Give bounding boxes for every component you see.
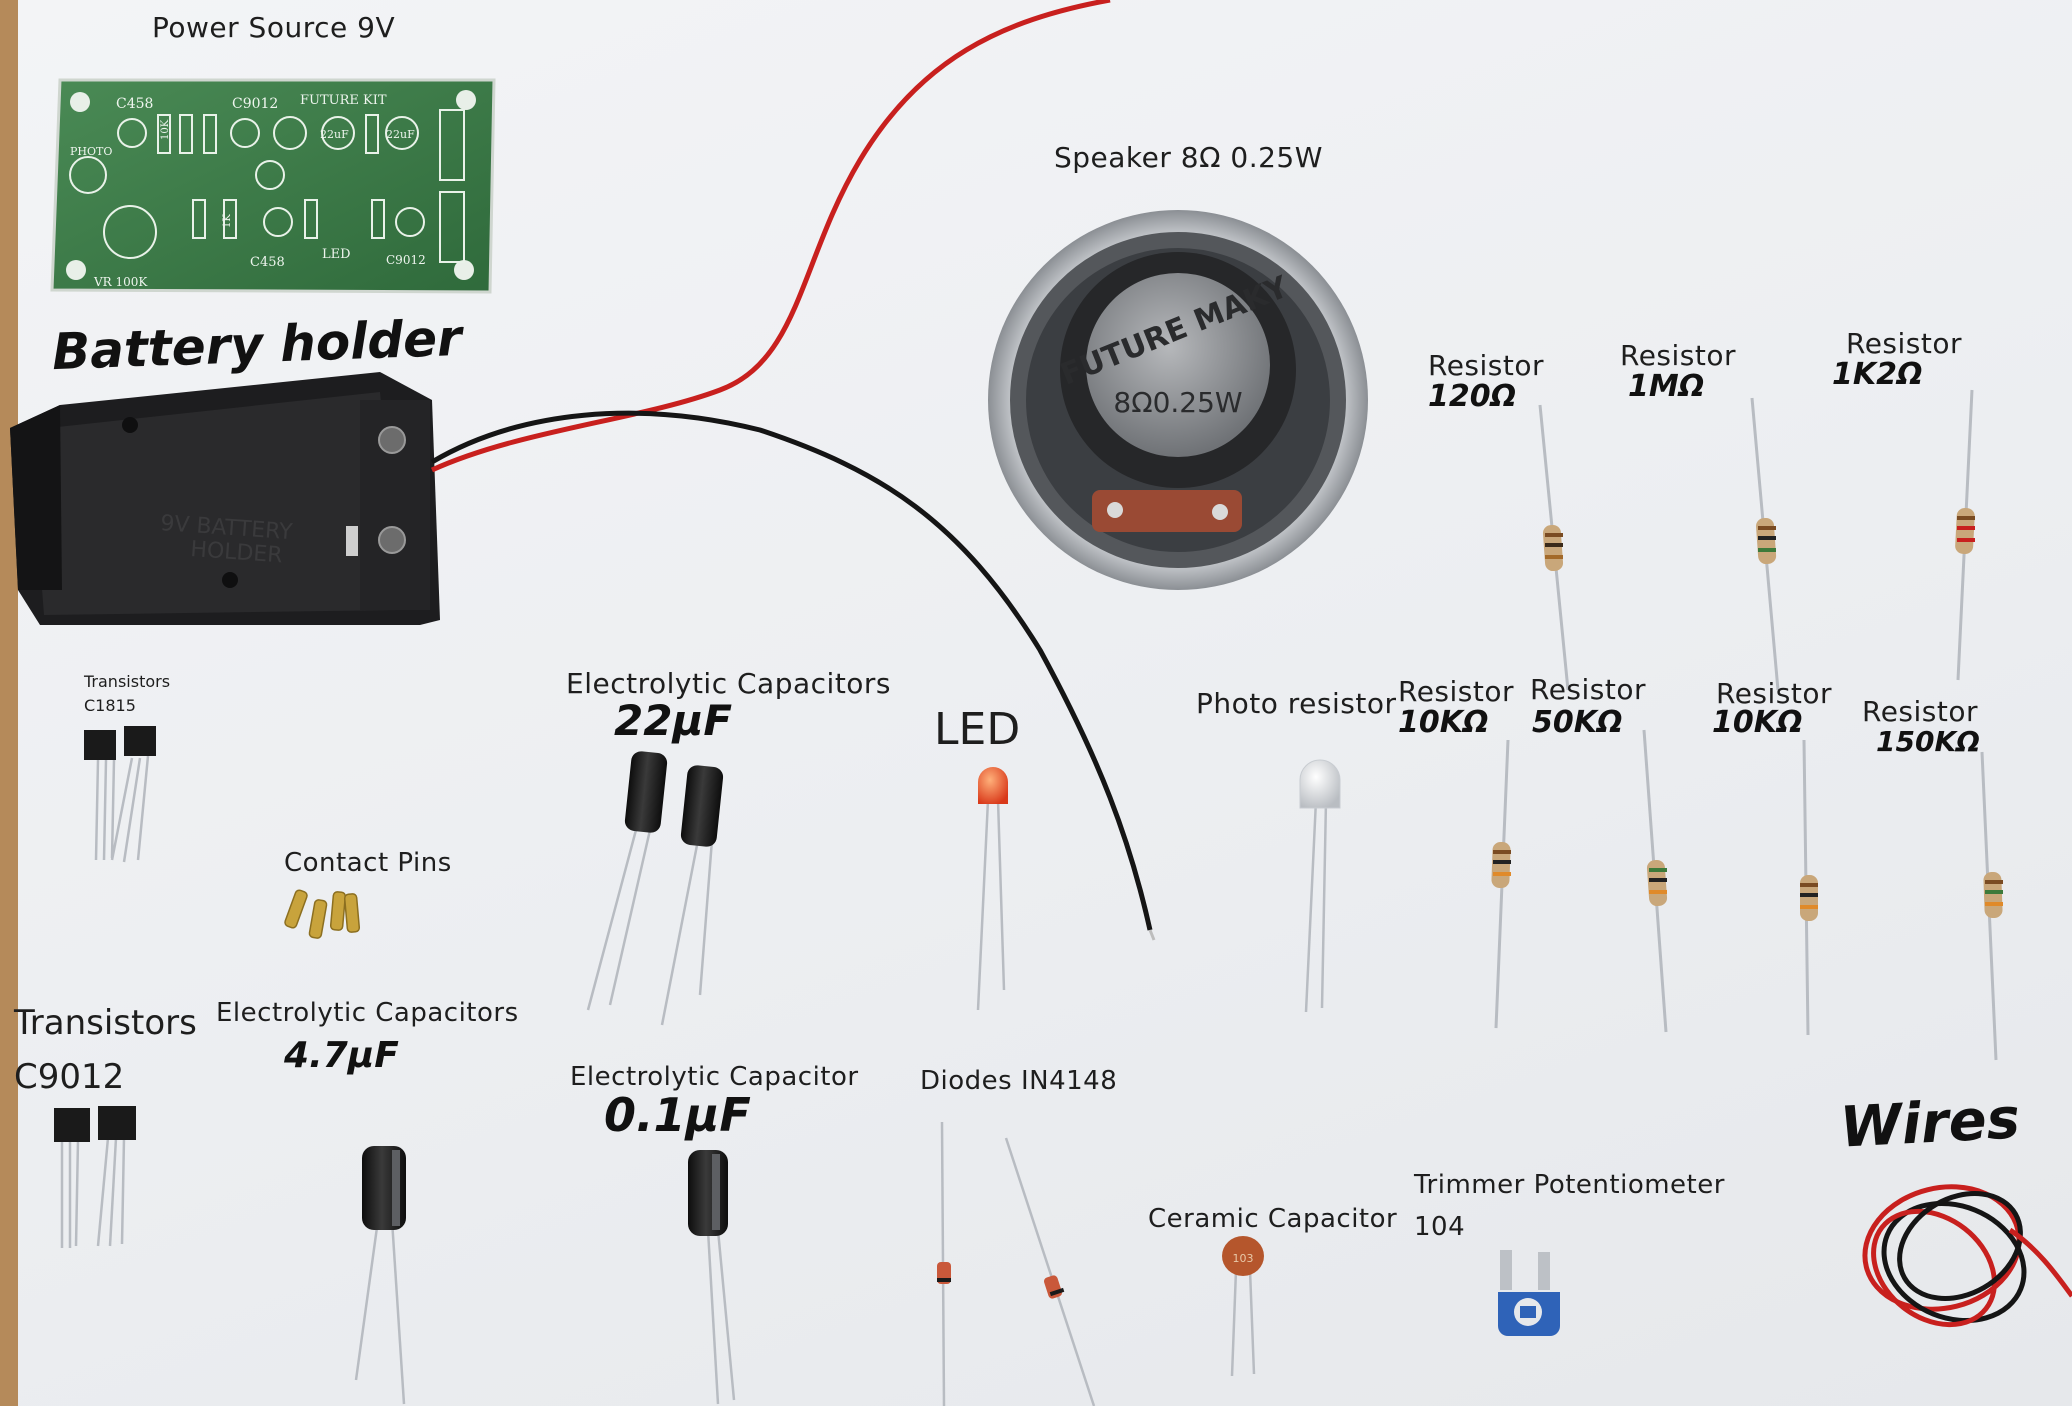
ceramic-cap-label: Ceramic Capacitor <box>1148 1204 1398 1234</box>
resistor-value-2: 1MΩ <box>1628 369 1705 404</box>
pcb-silk-9: 22uF <box>386 128 415 141</box>
resistor-label-3: Resistor <box>1846 327 1962 360</box>
electrolytic-capacitor-icon-47uf <box>354 1146 406 1405</box>
photo-resistor-icon <box>1299 759 1341 1013</box>
battery-red-wire <box>430 0 1111 473</box>
speaker-icon: FUTURE MAKY 8Ω0.25W <box>988 210 1368 590</box>
resistor-value-6: 10KΩ <box>1712 705 1803 740</box>
trimmer-potentiometer-icon <box>1498 1250 1560 1336</box>
pcb-silk-7: C9012 <box>386 253 426 267</box>
power-source-title: Power Source 9V <box>152 11 396 44</box>
transistor-icon-c1815 <box>84 726 156 863</box>
electrolytic-capacitor-icon-01uf <box>688 1150 736 1405</box>
transistors-large-label: Transistors <box>14 1003 197 1043</box>
battery-holder-icon: 9V BATTERY HOLDER <box>10 372 440 625</box>
black-wire-tip <box>1148 929 1156 941</box>
pcb-silk-8: 22uF <box>320 128 349 141</box>
pcb-silk-6: LED <box>322 247 351 262</box>
trimmer-label: Trimmer Potentiometer <box>1414 1170 1725 1200</box>
speaker-magnet-text-1: 8Ω0.25W <box>1113 386 1242 419</box>
photo-resistor-label: Photo resistor <box>1196 687 1397 720</box>
resistor-icon-10k-b <box>1800 739 1818 1036</box>
resistor-value-3: 1K2Ω <box>1832 357 1923 392</box>
battery-black-wire <box>430 410 1153 931</box>
wires-label: Wires <box>1838 1086 2022 1161</box>
resistor-label-4: Resistor <box>1398 675 1514 708</box>
pcb-silk-0: C458 <box>116 96 153 112</box>
resistor-icon-120 <box>1538 404 1570 691</box>
speaker-label: Speaker 8Ω 0.25W <box>1054 141 1323 174</box>
electrolytic-capacitor-icon-22uf <box>586 751 724 1026</box>
pcb-silk-10: 10K <box>160 119 171 140</box>
resistor-icon-50k <box>1642 729 1668 1033</box>
resistor-value-1: 120Ω <box>1428 379 1517 414</box>
ceramic-capacitor-icon: 103 <box>1222 1236 1264 1377</box>
resistor-label-1: Resistor <box>1428 349 1544 382</box>
resistor-icon-150k <box>1980 751 2003 1061</box>
ceramic-marking: 103 <box>1233 1252 1254 1265</box>
resistor-icon-1k2 <box>1955 389 1975 681</box>
elec-cap-01-label: Electrolytic Capacitor <box>570 1062 859 1092</box>
resistor-label-2: Resistor <box>1620 339 1736 372</box>
elec-cap-01-value: 0.1µF <box>604 1088 751 1142</box>
wire-coil-icon <box>1862 1184 2072 1328</box>
transistors-small-label: Transistors <box>84 672 171 691</box>
trimmer-value: 104 <box>1414 1212 1466 1242</box>
elec-caps-22-label: Electrolytic Capacitors <box>566 667 892 700</box>
contact-pins-label: Contact Pins <box>284 848 452 878</box>
resistor-icon-1m <box>1750 397 1780 691</box>
battery-holder-label: Battery holder <box>51 308 463 382</box>
diode-icon-2 <box>1004 1137 1096 1406</box>
contact-pin-icon <box>284 889 361 939</box>
transistors-large-part: C9012 <box>14 1057 125 1097</box>
resistor-label-7: Resistor <box>1862 695 1978 728</box>
pcb-silk-11: 1K <box>222 214 233 228</box>
resistor-value-4: 10KΩ <box>1398 705 1489 740</box>
transistor-icon-c9012 <box>54 1106 136 1248</box>
elec-caps-22-value: 22µF <box>614 696 733 745</box>
pcb-silk-1: C9012 <box>232 96 278 112</box>
resistor-icon-10k-a <box>1491 739 1511 1029</box>
diode-icon-1 <box>937 1121 951 1406</box>
elec-caps-47-value: 4.7µF <box>284 1035 399 1076</box>
pcb-silk-5: C458 <box>250 255 285 270</box>
resistor-value-5: 50KΩ <box>1532 705 1623 740</box>
pcb-silk-2: FUTURE KIT <box>300 93 387 108</box>
resistor-label-5: Resistor <box>1530 673 1646 706</box>
diodes-label: Diodes IN4148 <box>920 1066 1118 1096</box>
pcb-silk-3: PHOTO <box>70 145 112 158</box>
led-icon <box>976 767 1008 1011</box>
resistor-value-7: 150KΩ <box>1876 725 1980 758</box>
resistor-label-6: Resistor <box>1716 677 1832 710</box>
pcb-silk-4: VR 100K <box>93 275 148 289</box>
led-label: LED <box>934 704 1021 755</box>
transistors-small-part: C1815 <box>84 696 136 715</box>
elec-caps-47-label: Electrolytic Capacitors <box>216 998 519 1028</box>
pcb-board-icon: C458 C9012 FUTURE KIT PHOTO VR 100K C458… <box>50 78 496 294</box>
